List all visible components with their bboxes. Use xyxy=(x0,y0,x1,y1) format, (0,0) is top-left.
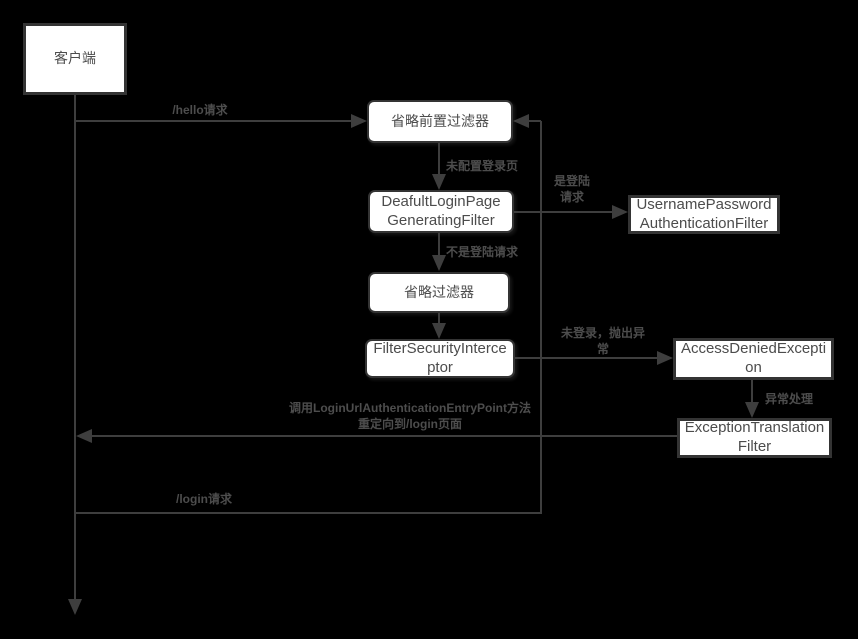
node-default-login-page-generating-filter-label: DeafultLoginPage GeneratingFilter xyxy=(381,192,501,229)
node-access-denied-exception-label: AccessDeniedException xyxy=(680,340,827,376)
lifeline-arrow-head xyxy=(68,599,82,615)
node-filter-security-interceptor-label: FilterSecurityInterceptor xyxy=(373,339,507,376)
edge-not-logged-in-arrow-head xyxy=(657,351,673,365)
edge-no-login-page-label: 未配置登录页 xyxy=(446,159,519,173)
edge-login-vertical-line xyxy=(540,121,542,514)
edge-into-prefilters-line xyxy=(527,120,541,122)
edge-login-line xyxy=(75,512,542,514)
node-access-denied-exception: AccessDeniedException xyxy=(673,338,834,380)
edge-redirect-label: 调用LoginUrlAuthenticationEntryPoint方法 重定向… xyxy=(272,401,548,432)
edge-not-logged-in-line xyxy=(515,357,657,359)
edge-hello-label: /hello请求 xyxy=(172,103,228,117)
edge-redirect-arrow-head xyxy=(76,429,92,443)
edge-into-prefilters-arrow-head xyxy=(513,114,529,128)
edge-exception-handle-arrow-head xyxy=(745,402,759,418)
client-lifeline xyxy=(74,95,76,599)
node-client: 客户端 xyxy=(23,23,127,95)
node-client-label: 客户端 xyxy=(54,50,96,67)
edge-not-logged-in-label: 未登录，抛出异常 xyxy=(560,326,645,356)
edge-exception-handle-line xyxy=(751,380,753,402)
edge-is-login-label: 是登陆请求 xyxy=(553,174,590,204)
edge-to-interceptor-arrow-head xyxy=(432,323,446,339)
node-omitted-filters: 省略过滤器 xyxy=(368,272,510,313)
node-omitted-filters-label: 省略过滤器 xyxy=(404,283,474,300)
node-default-login-page-generating-filter: DeafultLoginPage GeneratingFilter xyxy=(368,190,514,233)
edge-no-login-page-line xyxy=(438,143,440,174)
edge-is-login-arrow-head xyxy=(612,205,628,219)
edge-login-label: /login请求 xyxy=(176,492,232,506)
edge-hello-line xyxy=(75,120,351,122)
edge-not-login-line xyxy=(438,233,440,255)
node-exception-translation-filter-label: ExceptionTranslation Filter xyxy=(684,419,825,455)
node-username-password-authentication-filter-label: UsernamePassword AuthenticationFilter xyxy=(636,195,772,232)
node-username-password-authentication-filter: UsernamePassword AuthenticationFilter xyxy=(628,195,780,234)
edge-to-interceptor-line xyxy=(438,313,440,323)
edge-not-login-label: 不是登陆请求 xyxy=(446,245,519,259)
edge-redirect-line xyxy=(92,435,677,437)
edge-not-login-arrow-head xyxy=(432,255,446,271)
edge-redirect-label-line2: 重定向到/login页面 xyxy=(358,416,462,431)
node-pre-filters-label: 省略前置过滤器 xyxy=(391,112,489,129)
edge-redirect-label-line1: 调用LoginUrlAuthenticationEntryPoint方法 xyxy=(289,401,531,415)
edge-hello-arrow-head xyxy=(351,114,367,128)
edge-is-login-line xyxy=(514,211,612,213)
node-exception-translation-filter: ExceptionTranslation Filter xyxy=(677,418,832,458)
node-pre-filters: 省略前置过滤器 xyxy=(367,100,513,143)
edge-no-login-page-arrow-head xyxy=(432,174,446,190)
node-filter-security-interceptor: FilterSecurityInterceptor xyxy=(365,339,515,378)
edge-exception-handle-label: 异常处理 xyxy=(765,392,814,406)
